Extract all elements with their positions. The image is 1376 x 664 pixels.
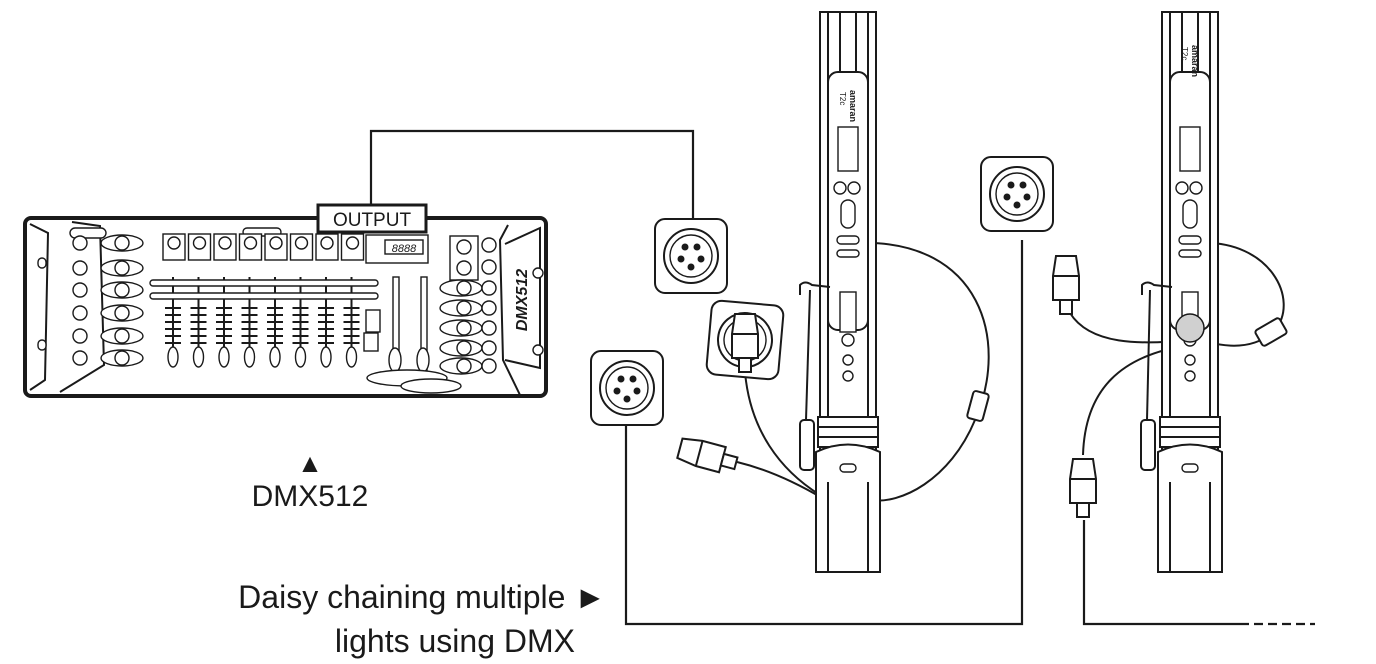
channel-button — [162, 233, 186, 261]
channel-fader — [216, 277, 232, 368]
console-side-label: DMX512 — [514, 269, 531, 331]
svg-text:amaran: amaran — [848, 90, 858, 122]
svg-text:T2c: T2c — [838, 92, 847, 105]
channel-fader — [165, 277, 181, 368]
channel-button — [315, 233, 339, 261]
channel-button — [289, 233, 314, 261]
console-display: 8888 — [392, 243, 417, 255]
xlr-connector-in-1 — [654, 218, 728, 294]
channel-fader — [318, 277, 334, 368]
cable-console-to-light1 — [369, 129, 695, 218]
caption-line-1: Daisy chaining multiple ► — [238, 579, 606, 615]
channel-faders — [149, 277, 379, 368]
cable-light1-in — [744, 371, 821, 496]
cable-light2-out — [1082, 520, 1240, 626]
console-left-buttons — [72, 234, 144, 367]
console-caption-label: DMX512 — [252, 480, 369, 513]
channel-fader — [267, 277, 283, 368]
console-caption-arrow: ▲ — [297, 448, 323, 478]
xlr-connector-out-1 — [590, 350, 664, 426]
svg-text:T2c: T2c — [1180, 47, 1189, 60]
light-label-2: amaran T2c — [1180, 45, 1200, 77]
cable-clip — [1175, 313, 1205, 343]
light-fixture-2 — [1157, 11, 1223, 573]
svg-text:amaran: amaran — [1190, 45, 1200, 77]
light-label-1: amaran T2c — [838, 90, 858, 122]
channel-button — [238, 233, 263, 261]
xlr-plug-3 — [1052, 255, 1080, 315]
xlr-plug-4 — [1069, 458, 1097, 518]
channel-fader — [292, 277, 309, 368]
channel-buttons — [162, 227, 365, 261]
caption-line-2: lights using DMX — [335, 623, 575, 659]
light-fixture-1 — [815, 11, 881, 573]
channel-fader — [343, 277, 360, 368]
channel-button — [340, 233, 365, 261]
console-right-buttons — [439, 237, 497, 375]
xlr-connector-in-2 — [980, 156, 1054, 232]
channel-button — [187, 233, 212, 261]
channel-fader — [190, 277, 207, 368]
dmx512-console: 8888 DMX512 — [23, 216, 548, 398]
cable-light1-to-light2 — [624, 240, 1024, 626]
channel-button — [213, 233, 237, 261]
xlr-plug-2 — [675, 434, 741, 477]
channel-fader — [241, 277, 258, 368]
output-port: OUTPUT — [316, 203, 428, 234]
output-label: OUTPUT — [333, 210, 412, 231]
channel-button — [264, 233, 288, 261]
